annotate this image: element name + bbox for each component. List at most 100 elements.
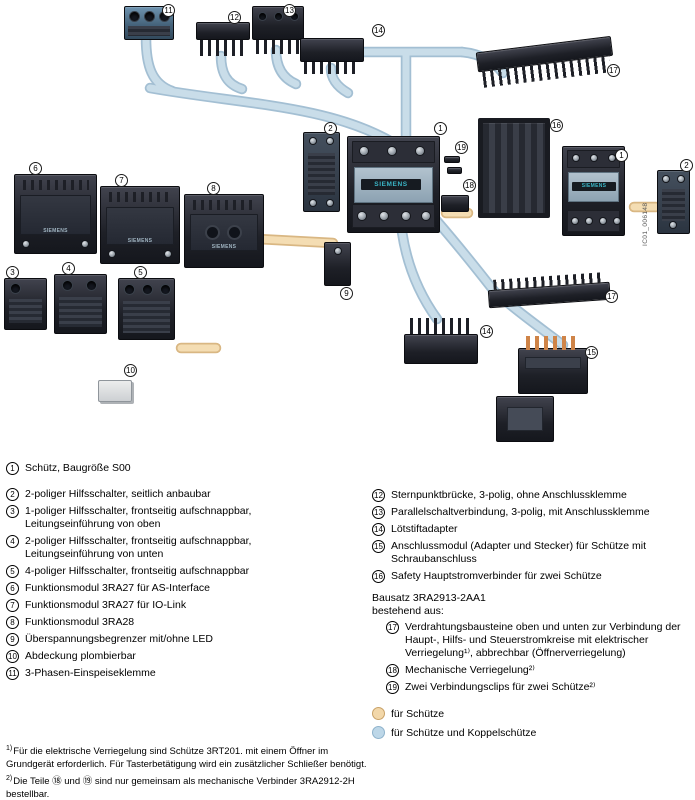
callout-1: 1 — [615, 149, 628, 162]
legend-item-19: 19 Zwei Verbindungsclips für zwei Schütze… — [386, 681, 692, 694]
legend-num-8: 8 — [6, 616, 19, 629]
legend-item-9: 9 Überspannungsbegrenzer mit/ohne LED — [6, 633, 362, 646]
legend-text-11: 3-Phasen-Einspeiseklemme — [25, 667, 156, 679]
callout-7: 7 — [115, 174, 128, 187]
star-bridge-component — [196, 22, 250, 40]
legend-text-10: Abdeckung plombierbar — [25, 650, 136, 662]
legend-text-5: 4-poliger Hilfsschalter, frontseitig auf… — [25, 565, 250, 577]
legend-text-18: Mechanische Verriegelung²⁾ — [405, 664, 535, 676]
legend-text-9: Überspannungsbegrenzer mit/ohne LED — [25, 633, 213, 645]
legend-num-7: 7 — [6, 599, 19, 612]
footnote-1-mark: 1) — [6, 745, 13, 752]
footnote-2-text: Die Teile ⑱ und ⑲ sind nur gemeinsam als… — [6, 776, 355, 800]
legend-num-11: 11 — [6, 667, 19, 680]
callout-9: 9 — [340, 287, 353, 300]
solder-adapter-pins — [304, 62, 360, 74]
solder-adapter-2-component — [404, 318, 478, 366]
brand-label: SIEMENS — [127, 238, 153, 244]
legend-text-4: 2-poliger Hilfsschalter, frontseitig auf… — [25, 535, 252, 560]
contactor-2-component: SIEMENS — [562, 146, 625, 236]
callout-1: 1 — [434, 122, 447, 135]
module-button — [207, 227, 218, 238]
footnote-1-text: Für die elektrische Verriegelung sind Sc… — [6, 746, 367, 770]
legend-num-13: 13 — [372, 506, 385, 519]
footnotes: 1)Für die elektrische Verriegelung sind … — [6, 743, 374, 800]
legend-item-13: 13 Parallelschaltverbindung, 3-polig, mit… — [372, 506, 692, 519]
callout-11: 11 — [162, 4, 175, 17]
sealable-cover-component — [98, 380, 132, 402]
legend-num-19: 19 — [386, 681, 399, 694]
legend-item-15: 15 Anschlussmodul (Adapter und Stecker) f… — [372, 540, 692, 566]
callout-2: 2 — [680, 159, 693, 172]
legend-text-13: Parallelschaltverbindung, 3-polig, mit A… — [391, 506, 650, 518]
callout-18: 18 — [463, 179, 476, 192]
legend-item-16: 16 Safety Hauptstromverbinder für zwei Sc… — [372, 570, 692, 583]
color-key-koppelschuetze: für Schütze und Koppelschütze — [372, 726, 692, 739]
safety-connector-component — [478, 118, 550, 218]
legend-item-1: 1 Schütz, Baugröße S00 — [6, 462, 362, 475]
footnote-1: 1)Für die elektrische Verriegelung sind … — [6, 743, 374, 771]
callout-15: 15 — [585, 346, 598, 359]
legend-text-6: Funktionsmodul 3RA27 für AS-Interface — [25, 582, 211, 594]
legend-text-17: Verdrahtungsbausteine oben und unten zur… — [405, 621, 681, 659]
callout-10: 10 — [124, 364, 137, 377]
callout-19: 19 — [455, 141, 468, 154]
color-key-label: für Schütze und Koppelschütze — [391, 726, 537, 739]
aux-switch-2pole-component — [54, 274, 107, 334]
legend-num-3: 3 — [6, 505, 19, 518]
tan-tubes — [175, 201, 662, 354]
callout-17: 17 — [607, 64, 620, 77]
function-module-io-component: SIEMENS — [100, 186, 180, 264]
connecting-clip-component — [444, 156, 460, 163]
footnote-2: 2)Die Teile ⑱ und ⑲ sind nur gemeinsam a… — [6, 773, 374, 800]
image-id-label: IC01_006148 — [642, 202, 649, 246]
legend-text-12: Sternpunktbrücke, 3-polig, ohne Anschlus… — [391, 489, 627, 501]
legend-item-8: 8 Funktionsmodul 3RA28 — [6, 616, 362, 629]
callout-12: 12 — [228, 11, 241, 24]
legend-num-10: 10 — [6, 650, 19, 663]
legend-num-15: 15 — [372, 540, 385, 553]
callout-17: 17 — [605, 290, 618, 303]
legend-text-15: Anschlussmodul (Adapter und Stecker) für… — [391, 540, 647, 565]
aux-switch-4pole-component — [118, 278, 175, 340]
brand-label: SIEMENS — [211, 244, 237, 250]
aux-switch-side-component — [303, 132, 340, 212]
legend-text-16: Safety Hauptstromverbinder für zwei Schü… — [391, 570, 602, 582]
module-button — [229, 227, 240, 238]
legend-text-14: Lötstiftadapter — [391, 523, 458, 535]
legend-text-8: Funktionsmodul 3RA28 — [25, 616, 135, 628]
surge-suppressor-component — [324, 242, 351, 286]
legend-num-9: 9 — [6, 633, 19, 646]
legend-text-19: Zwei Verbindungsclips für zwei Schütze²⁾ — [405, 681, 596, 693]
function-module-3ra28-component: SIEMENS — [184, 194, 264, 268]
legend-num-4: 4 — [6, 535, 19, 548]
brand-label: SIEMENS — [374, 181, 408, 188]
legend-text-1: Schütz, Baugröße S00 — [25, 462, 131, 474]
footnote-2-mark: 2) — [6, 775, 13, 783]
plug-adapter-component — [518, 336, 588, 394]
legend-text-2: 2-poliger Hilfsschalter, seitlich anbaub… — [25, 488, 211, 500]
color-key-label: für Schütze — [391, 707, 445, 720]
legend-num-1: 1 — [6, 462, 19, 475]
legend-item-3: 3 1-poliger Hilfsschalter, frontseitig au… — [6, 505, 362, 531]
callout-2: 2 — [324, 122, 337, 135]
callout-14: 14 — [372, 24, 385, 37]
legend-num-16: 16 — [372, 570, 385, 583]
callout-4: 4 — [62, 262, 75, 275]
bausatz-subtitle: bestehend aus: — [372, 605, 444, 617]
color-key-schuetze: für Schütze — [372, 707, 692, 720]
brand-label: SIEMENS — [43, 228, 68, 234]
callout-5: 5 — [134, 266, 147, 279]
callout-8: 8 — [207, 182, 220, 195]
legend-text-3: 1-poliger Hilfsschalter, frontseitig auf… — [25, 505, 252, 530]
callout-3: 3 — [6, 266, 19, 279]
callout-6: 6 — [29, 162, 42, 175]
